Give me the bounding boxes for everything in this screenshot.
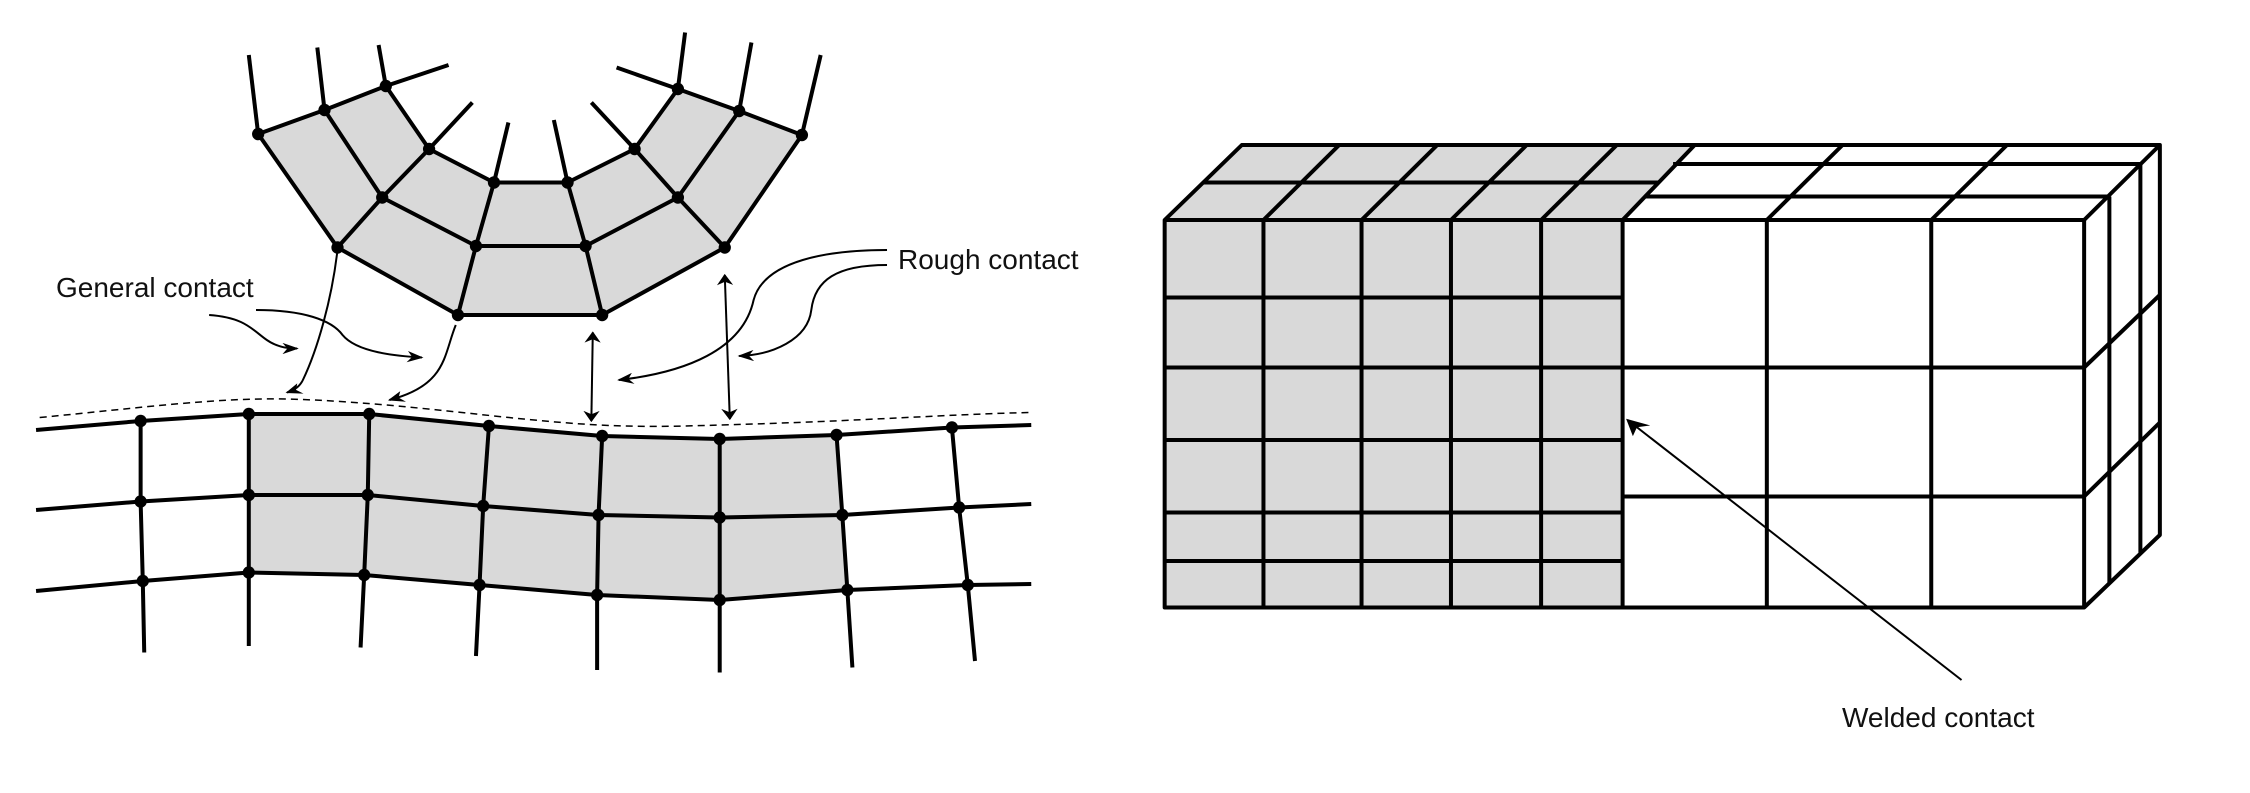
mesh-edge bbox=[591, 103, 634, 150]
mesh-column-line bbox=[597, 436, 602, 670]
mesh-node bbox=[841, 583, 854, 597]
mesh-node bbox=[242, 566, 255, 579]
mesh-edge bbox=[494, 123, 508, 183]
mesh-node bbox=[592, 508, 605, 522]
upper-curved-mesh bbox=[249, 33, 821, 322]
rough-contact-label: Rough contact bbox=[898, 244, 1079, 275]
welded-contact-label: Welded contact bbox=[1842, 702, 2035, 733]
shaded-elements bbox=[258, 86, 802, 315]
welded-contact-arrow bbox=[1626, 419, 1962, 680]
mesh-node bbox=[318, 103, 331, 117]
block-edge bbox=[2084, 295, 2160, 368]
mesh-node bbox=[134, 414, 147, 428]
mesh-node bbox=[596, 308, 609, 322]
dashed-contact-surface bbox=[40, 399, 1032, 427]
general-contact-label: General contact bbox=[56, 272, 254, 303]
mesh-node bbox=[451, 308, 465, 322]
mesh-node bbox=[718, 241, 731, 254]
general-contact-arrows bbox=[209, 250, 456, 402]
mesh-node bbox=[733, 104, 746, 118]
block-edge bbox=[2084, 423, 2160, 497]
contact-types-diagram bbox=[0, 0, 1125, 793]
mesh-node bbox=[136, 574, 149, 588]
shaded-block-region bbox=[1164, 145, 1695, 608]
mesh-edge bbox=[678, 33, 685, 90]
block-outline bbox=[1165, 145, 2160, 608]
mesh-edge bbox=[617, 68, 678, 90]
block-mesh-lines bbox=[1165, 145, 2160, 608]
block-edge bbox=[2084, 145, 2160, 220]
mesh-node bbox=[242, 488, 255, 502]
mesh-column-line bbox=[476, 426, 489, 656]
mesh-edge bbox=[317, 48, 324, 111]
mesh-node bbox=[487, 176, 501, 189]
mesh-node bbox=[961, 578, 974, 592]
mesh-node bbox=[473, 578, 486, 592]
mesh-node bbox=[795, 128, 809, 142]
mesh-node bbox=[134, 495, 147, 508]
mesh-ring bbox=[386, 86, 678, 183]
mesh-ring bbox=[325, 110, 740, 246]
mesh-node bbox=[579, 239, 592, 253]
rough-contact-arrows bbox=[586, 250, 887, 422]
mesh-edge bbox=[386, 65, 449, 86]
mesh-node bbox=[422, 142, 436, 156]
mesh-node bbox=[331, 241, 344, 254]
mesh-node bbox=[713, 432, 726, 446]
mesh-node bbox=[596, 429, 609, 443]
mesh-ring bbox=[258, 134, 802, 315]
mesh-node bbox=[713, 511, 726, 524]
mesh-node bbox=[482, 419, 496, 433]
mesh-node bbox=[671, 191, 685, 204]
mesh-node bbox=[242, 407, 255, 421]
mesh-node bbox=[830, 428, 843, 442]
mesh-row-line bbox=[36, 495, 1031, 518]
mesh-node bbox=[363, 407, 376, 421]
mesh-node bbox=[628, 142, 641, 156]
mesh-node bbox=[477, 499, 490, 513]
block-edge bbox=[1623, 145, 1695, 220]
mesh-edge bbox=[429, 103, 472, 150]
mesh-node bbox=[836, 508, 849, 522]
welded-contact-diagram bbox=[1125, 0, 2250, 793]
mesh-node bbox=[358, 568, 371, 582]
mesh-edge bbox=[739, 43, 751, 112]
block-edge bbox=[1931, 145, 2007, 220]
mesh-node bbox=[561, 176, 574, 189]
mesh-node bbox=[713, 593, 726, 607]
mesh-edge bbox=[554, 120, 568, 183]
mesh-row-line bbox=[36, 414, 1031, 439]
mesh-edge bbox=[249, 55, 258, 134]
mesh-node bbox=[361, 488, 374, 502]
mesh-edge bbox=[802, 55, 821, 135]
mesh-node bbox=[671, 82, 685, 96]
mesh-node bbox=[469, 239, 483, 253]
lower-mesh bbox=[36, 407, 1031, 673]
block-edge bbox=[1767, 145, 1843, 220]
mesh-column-line bbox=[952, 428, 975, 662]
mesh-node bbox=[953, 501, 966, 514]
mesh-edge bbox=[379, 45, 386, 86]
mesh-node bbox=[945, 421, 959, 434]
mesh-node bbox=[376, 191, 389, 204]
mesh-node bbox=[590, 588, 604, 602]
shaded-elements bbox=[248, 414, 848, 600]
mesh-column-line bbox=[361, 414, 370, 648]
mesh-row-line bbox=[36, 573, 1031, 601]
mesh-node bbox=[252, 127, 265, 141]
mesh-node bbox=[379, 79, 392, 93]
mesh-column-line bbox=[141, 421, 145, 653]
mesh-column-line bbox=[837, 435, 853, 668]
